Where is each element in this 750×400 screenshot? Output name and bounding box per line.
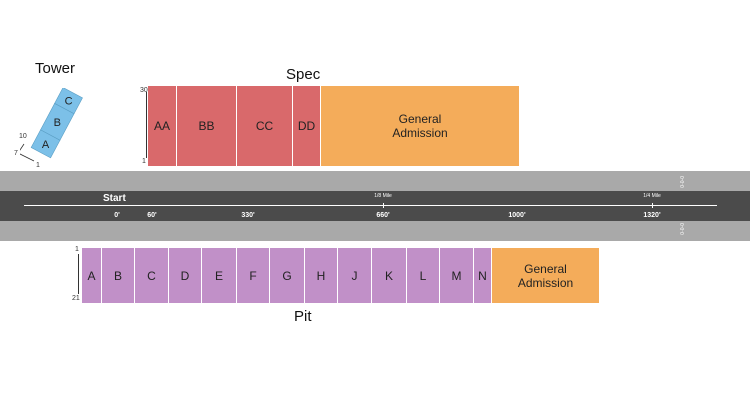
- pit-section-c[interactable]: C: [135, 248, 168, 303]
- spec-section-dd[interactable]: DD: [293, 86, 320, 166]
- spec-ga-line1: General: [398, 112, 442, 126]
- spec-row-top: 30: [140, 87, 148, 94]
- mile-tick-quarter: [652, 203, 653, 208]
- pit-section-d-label: D: [180, 268, 190, 283]
- pit-section-m-label: M: [451, 268, 462, 283]
- pit-section-c-label: C: [147, 268, 156, 283]
- pit-section-a-label: A: [87, 268, 96, 283]
- tower-label-b: B: [54, 117, 61, 129]
- track-side-label-top: 0-0-0: [680, 176, 686, 188]
- spec-section-aa[interactable]: AA: [148, 86, 176, 166]
- pit-section-a[interactable]: A: [82, 248, 101, 303]
- pit-section-g-label: G: [282, 268, 292, 283]
- pit-section-n[interactable]: N: [474, 248, 491, 303]
- tower-row-10: 10: [19, 133, 27, 140]
- start-label: Start: [103, 193, 126, 204]
- pit-section-m[interactable]: M: [440, 248, 473, 303]
- pit-general-admission[interactable]: General Admission: [492, 248, 599, 303]
- pit-section-h[interactable]: H: [305, 248, 337, 303]
- pit-section-h-label: H: [316, 268, 326, 283]
- pit-section-k[interactable]: K: [372, 248, 406, 303]
- spec-row-bottom: 1: [142, 158, 146, 165]
- pit-section-n-label: N: [478, 268, 487, 283]
- spec-section-bb[interactable]: BB: [177, 86, 236, 166]
- pit-section-b[interactable]: B: [102, 248, 134, 303]
- tower-label-c: C: [65, 96, 73, 108]
- pit-section-d[interactable]: D: [169, 248, 201, 303]
- pit-section-e-label: E: [214, 268, 223, 283]
- track-lanes: [0, 191, 750, 221]
- pit-row-bottom: 21: [72, 295, 80, 302]
- tower-row-line-2: [17, 152, 35, 162]
- spec-section-aa-label: AA: [153, 119, 170, 133]
- pit-section-f-label: F: [249, 268, 257, 283]
- pit-section-f[interactable]: F: [237, 248, 269, 303]
- pit-section-e[interactable]: E: [202, 248, 236, 303]
- spec-row-line: [146, 92, 147, 158]
- distance-330: 330': [241, 212, 255, 219]
- spec-section-cc-label: CC: [255, 119, 274, 133]
- tower-stand: C B A: [17, 87, 90, 170]
- tower-row-1: 1: [36, 162, 40, 169]
- distance-1000: 1000': [508, 212, 526, 219]
- pit-section-j-label: J: [351, 268, 358, 283]
- tower-title: Tower: [35, 60, 76, 77]
- pit-section-g[interactable]: G: [270, 248, 304, 303]
- pit-ga-line1: General: [524, 261, 567, 276]
- spec-section-bb-label: BB: [198, 119, 215, 133]
- pit-section-j[interactable]: J: [338, 248, 371, 303]
- mile-marker-eighth: 1/8 Mile: [374, 193, 392, 199]
- tower-label-a: A: [42, 139, 50, 151]
- pit-section-l-label: L: [419, 268, 427, 283]
- distance-0: 0': [114, 212, 120, 219]
- spec-general-admission[interactable]: General Admission: [321, 86, 519, 166]
- pit-row-top: 1: [75, 246, 79, 253]
- spec-section-cc[interactable]: CC: [237, 86, 292, 166]
- pit-ga-line2: Admission: [517, 275, 574, 290]
- distance-660: 660': [376, 212, 390, 219]
- tower-row-7: 7: [14, 150, 18, 157]
- pit-section-l[interactable]: L: [407, 248, 439, 303]
- mile-tick-eighth: [383, 203, 384, 208]
- distance-1320: 1320': [643, 212, 661, 219]
- mile-marker-quarter: 1/4 Mile: [643, 193, 661, 199]
- pit-title: Pit: [294, 308, 312, 325]
- track-side-label-bottom: 0-0-0: [680, 223, 686, 235]
- tower-row-line: [17, 143, 25, 154]
- pit-row-line: [78, 254, 79, 294]
- tower-graphic: C B A: [17, 87, 83, 162]
- track-outer-bottom: [0, 221, 750, 241]
- track-centerline: [24, 205, 717, 206]
- pit-section-b-label: B: [113, 268, 122, 283]
- pit-section-k-label: K: [384, 268, 393, 283]
- spec-title: Spec: [286, 66, 321, 83]
- track-outer-top: [0, 171, 750, 191]
- distance-60: 60': [147, 212, 157, 219]
- spec-ga-line2: Admission: [392, 126, 448, 140]
- tower-section-a[interactable]: [30, 129, 61, 159]
- spec-section-dd-label: DD: [297, 119, 316, 133]
